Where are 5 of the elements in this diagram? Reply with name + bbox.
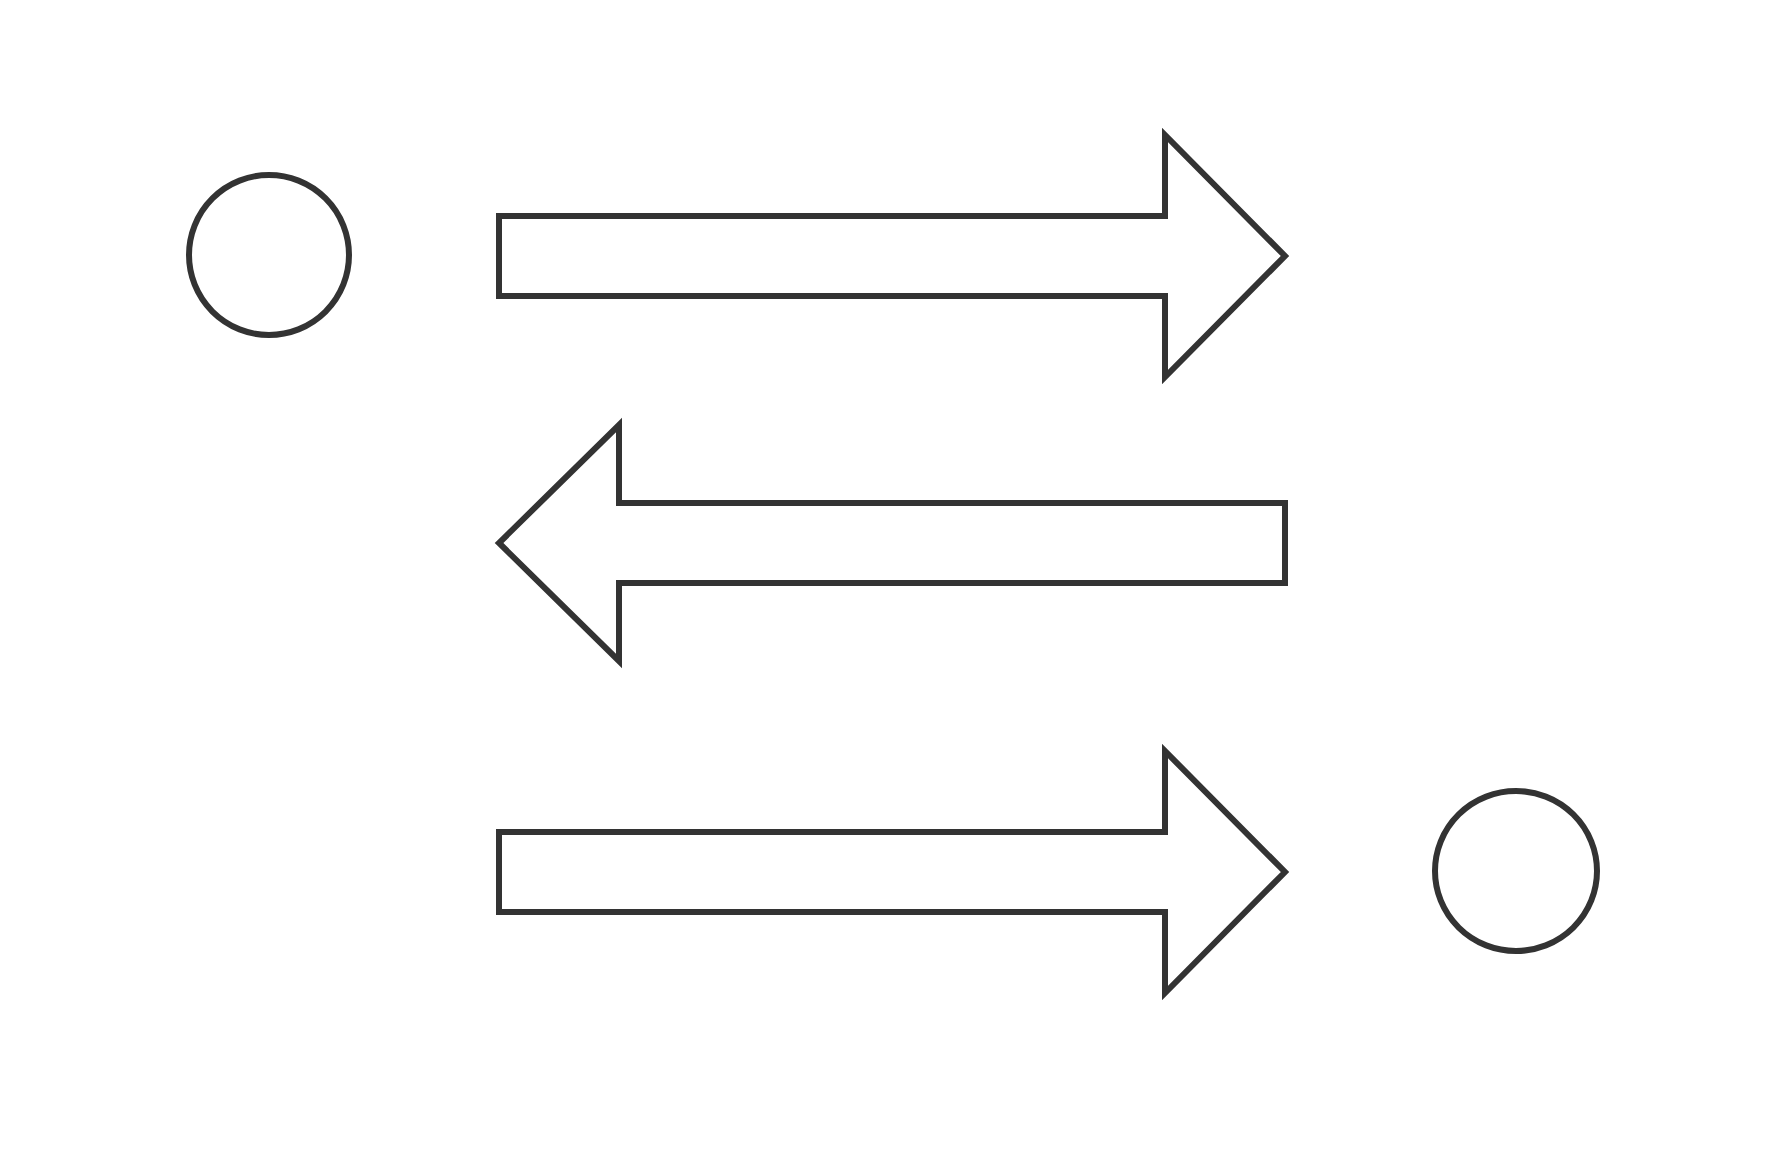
- circle-shape: [1432, 788, 1600, 954]
- block-arrow: [496, 748, 1288, 996]
- circle-shape: [186, 172, 352, 338]
- block-arrow: [496, 132, 1288, 380]
- block-arrow: [496, 422, 1288, 664]
